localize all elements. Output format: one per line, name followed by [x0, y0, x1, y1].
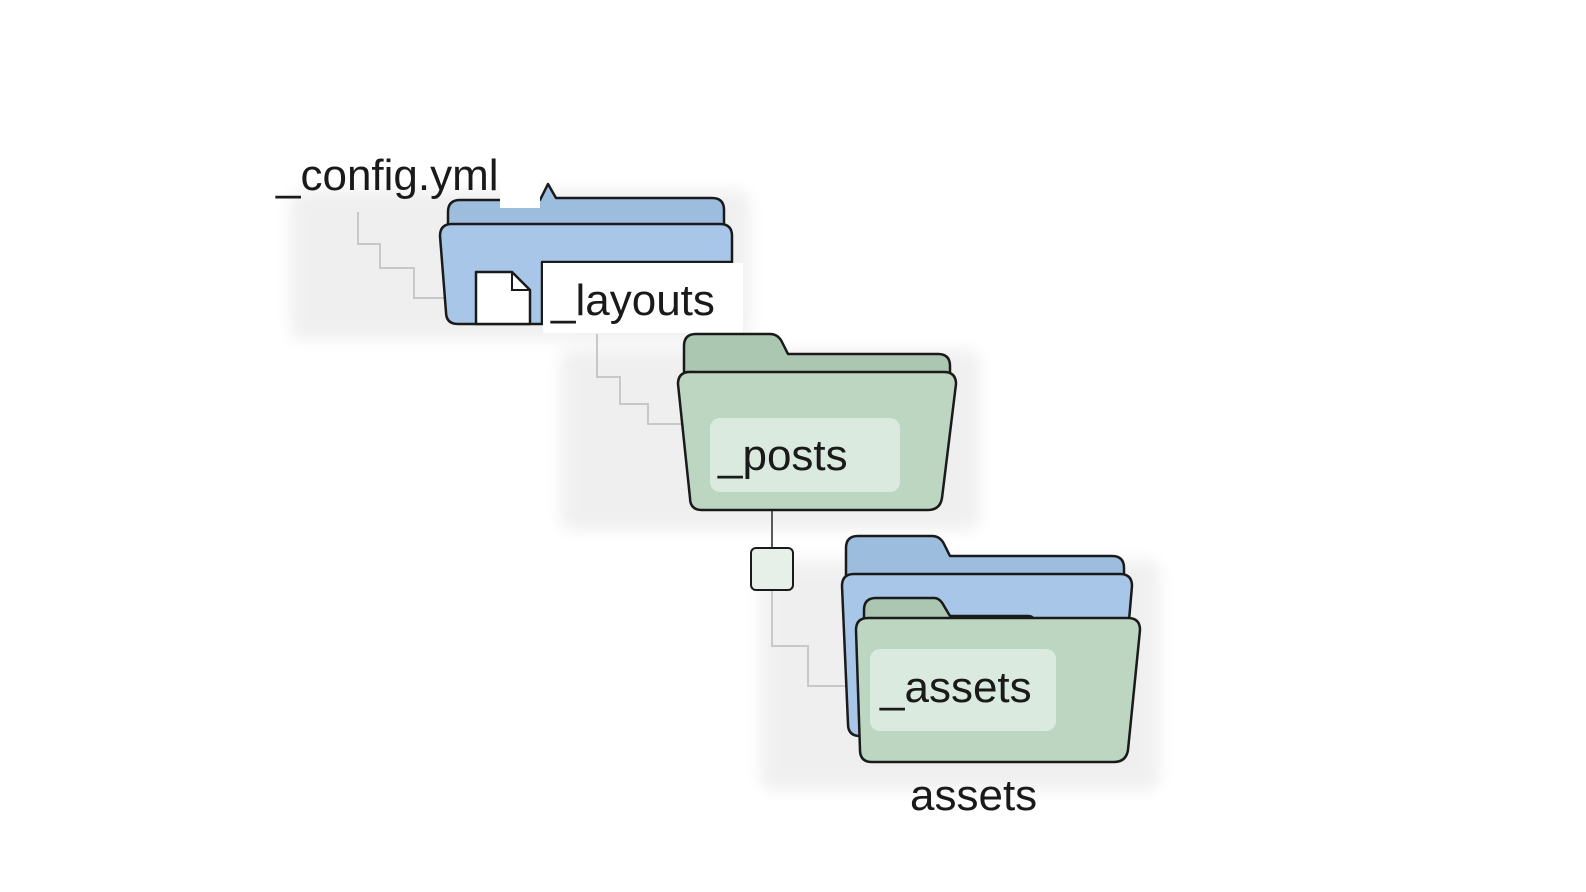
file-icon-fold: [511, 272, 530, 291]
layouts-folder-back: [446, 182, 726, 234]
layouts-label-backdrop: [543, 263, 743, 333]
assets-caption-label: assets: [910, 771, 1037, 820]
square-node-icon: [750, 547, 794, 591]
assets-inner-label: _assets: [879, 663, 1032, 712]
assets-blue-back: [844, 534, 1126, 582]
posts-folder-icon[interactable]: [676, 332, 958, 512]
config-label: _config.yml: [275, 151, 499, 200]
file-icon[interactable]: [474, 270, 532, 326]
folder-stack-icon[interactable]: [840, 534, 1142, 764]
connector-layouts-to-posts: [596, 334, 688, 425]
posts-label: _posts: [717, 431, 848, 480]
config-label-backdrop: [500, 150, 540, 208]
file-icon-body: [474, 270, 532, 326]
connector-node-to-assets: [771, 590, 852, 687]
posts-label-pill: [710, 418, 900, 492]
posts-folder-back: [682, 332, 952, 378]
assets-label-pill: [870, 649, 1056, 731]
connector-config-to-file: [357, 212, 478, 299]
layouts-label: _layouts: [550, 276, 715, 325]
